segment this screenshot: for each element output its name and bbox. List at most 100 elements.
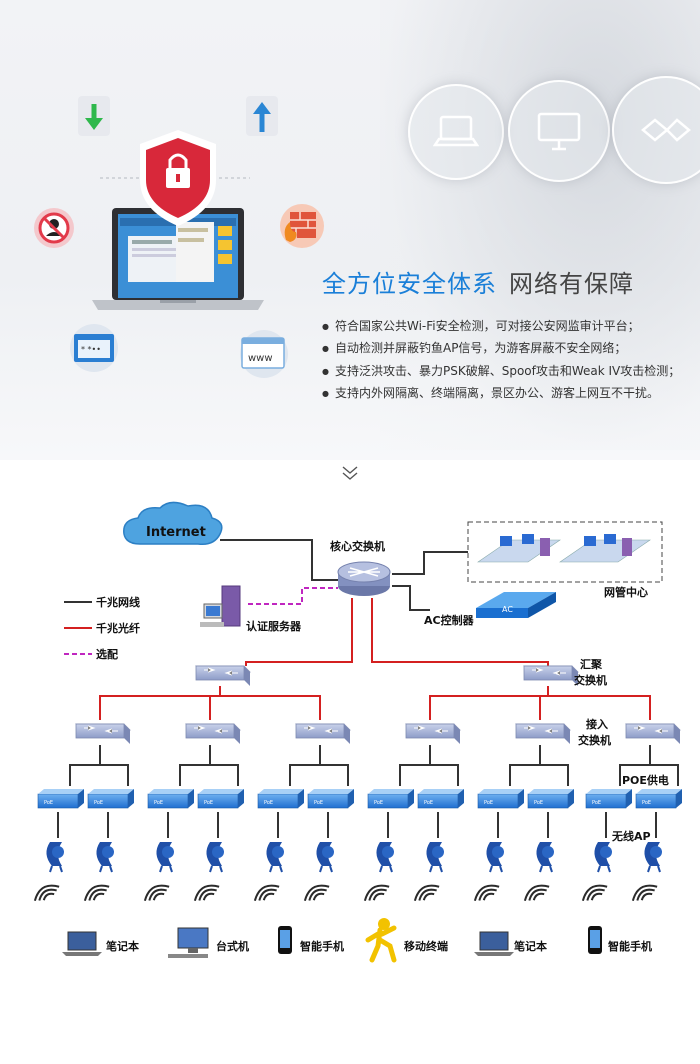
wireless-aps bbox=[45, 841, 663, 873]
poe-tag: PoE bbox=[642, 800, 651, 806]
poe-tag: PoE bbox=[484, 800, 493, 806]
ap-icon bbox=[535, 841, 555, 873]
ap-icon bbox=[315, 841, 335, 873]
wifi-icon bbox=[190, 879, 223, 906]
wifi-icon bbox=[520, 879, 553, 906]
terminal-label: 笔记本 bbox=[106, 939, 139, 953]
cable-lines bbox=[57, 539, 679, 838]
wifi-icon bbox=[360, 879, 393, 906]
poe-tag: PoE bbox=[424, 800, 433, 806]
fiber-lines bbox=[99, 598, 651, 720]
wifi-icon bbox=[30, 879, 63, 906]
desktop-terminal-icon bbox=[168, 927, 209, 958]
optional-line bbox=[248, 587, 338, 605]
poe-tag: PoE bbox=[204, 800, 213, 806]
ap-icon bbox=[485, 841, 505, 873]
page-title: 全方位安全体系网络有保障 bbox=[322, 264, 634, 299]
poe-tag: PoE bbox=[374, 800, 383, 806]
www-label: www bbox=[248, 353, 273, 364]
wireless-ap-label: 无线AP bbox=[611, 829, 651, 843]
poe-switch-icon: PoE bbox=[585, 788, 633, 809]
poe-tag: PoE bbox=[44, 800, 53, 806]
feature-list: 符合国家公共Wi-Fi安全检测，可对接公安网监审计平台； 自动检测并屏蔽钓鱼AP… bbox=[322, 316, 680, 406]
access-switch-label-1: 接入 bbox=[586, 717, 608, 731]
aggregation-switch-left-icon bbox=[195, 665, 251, 687]
poe-tag: PoE bbox=[314, 800, 323, 806]
legend: 千兆网线 千兆光纤 选配 bbox=[64, 595, 140, 661]
terminal-label: 台式机 bbox=[216, 939, 249, 953]
aggregation-switch-right-icon bbox=[523, 665, 579, 687]
auth-server-icon bbox=[200, 585, 241, 627]
wifi-icon bbox=[470, 879, 503, 906]
password-window-icon: * *•• bbox=[70, 324, 118, 372]
core-switch-label: 核心交换机 bbox=[330, 539, 385, 553]
access-switch-icon bbox=[185, 723, 241, 745]
feature-item: 支持泛洪攻击、暴力PSK破解、Spoof攻击和Weak IV攻击检测； bbox=[322, 361, 680, 383]
security-illustration: * *•• www bbox=[34, 96, 324, 378]
no-hacker-icon bbox=[34, 208, 74, 248]
poe-switch-icon: PoE bbox=[527, 788, 575, 809]
terminal-label: 笔记本 bbox=[514, 939, 547, 953]
title-blue: 全方位安全体系 bbox=[322, 270, 497, 298]
feature-item: 自动检测并屏蔽钓鱼AP信号，为游客屏蔽不安全网络； bbox=[322, 338, 680, 360]
nms-center-box bbox=[467, 521, 663, 583]
poe-switches: PoE PoE PoE PoE PoE PoE PoE PoE PoE PoE … bbox=[37, 788, 683, 809]
access-switch-icon bbox=[75, 723, 131, 745]
access-switch-icon bbox=[515, 723, 571, 745]
laptop-terminal-icon bbox=[62, 931, 102, 956]
laptop-circle-icon bbox=[408, 84, 504, 180]
smartphone-terminal-icon bbox=[588, 926, 602, 954]
terminal-label: 智能手机 bbox=[608, 939, 652, 953]
poe-switch-icon: PoE bbox=[477, 788, 525, 809]
poe-switch-icon: PoE bbox=[307, 788, 355, 809]
monitor-circle-icon bbox=[508, 80, 610, 182]
ap-icon bbox=[205, 841, 225, 873]
chevron-down-icon[interactable] bbox=[341, 465, 359, 481]
poe-tag: PoE bbox=[94, 800, 103, 806]
ap-icon bbox=[95, 841, 115, 873]
www-window-icon: www bbox=[240, 330, 288, 378]
wifi-icon bbox=[578, 879, 611, 906]
poe-switch-icon: PoE bbox=[367, 788, 415, 809]
ap-icon bbox=[593, 841, 613, 873]
poe-tag: PoE bbox=[264, 800, 273, 806]
laptop-icon bbox=[92, 208, 264, 310]
legend-fiber: 千兆光纤 bbox=[96, 621, 140, 635]
legend-optional: 选配 bbox=[96, 647, 118, 661]
internet-cloud-icon: Internet bbox=[123, 501, 223, 546]
upload-icon bbox=[246, 96, 278, 136]
access-switch-icon bbox=[295, 723, 351, 745]
wifi-icon bbox=[140, 879, 173, 906]
poe-switch-icon: PoE bbox=[635, 788, 683, 809]
shield-lock-icon bbox=[140, 130, 216, 226]
access-switch-icon bbox=[405, 723, 461, 745]
title-gray: 网络有保障 bbox=[509, 270, 634, 298]
download-icon bbox=[78, 96, 110, 136]
core-switch-icon bbox=[337, 561, 391, 596]
network-topology-diagram: Internet 核心交换机 bbox=[30, 501, 683, 963]
poe-switch-icon: PoE bbox=[87, 788, 135, 809]
agg-switch-label-1: 汇聚 bbox=[580, 658, 603, 671]
wifi-icon bbox=[410, 879, 443, 906]
wifi-icon bbox=[300, 879, 333, 906]
ap-icon bbox=[643, 841, 663, 873]
wifi-icon bbox=[628, 879, 661, 906]
terminal-label: 移动终端 bbox=[404, 939, 448, 953]
legend-cable: 千兆网线 bbox=[96, 595, 140, 609]
nms-center-label: 网管中心 bbox=[604, 585, 648, 599]
poe-power-label: POE供电 bbox=[622, 773, 669, 787]
wifi-signal-icons bbox=[30, 879, 661, 906]
poe-switch-icon: PoE bbox=[257, 788, 305, 809]
wifi-icon bbox=[250, 879, 283, 906]
handshake-circle-icon bbox=[612, 76, 700, 184]
svg-text:* *••: * *•• bbox=[81, 345, 101, 354]
mobile-user-icon bbox=[365, 918, 397, 963]
poe-switch-icon: PoE bbox=[147, 788, 195, 809]
feature-item: 支持内外网隔离、终端隔离，景区办公、游客上网互不干扰。 bbox=[322, 383, 680, 405]
access-switch-icon bbox=[625, 723, 681, 745]
poe-tag: PoE bbox=[534, 800, 543, 806]
ac-controller-icon: AC bbox=[476, 592, 556, 618]
poe-tag: PoE bbox=[592, 800, 601, 806]
agg-switch-label-2: 交换机 bbox=[574, 673, 607, 687]
